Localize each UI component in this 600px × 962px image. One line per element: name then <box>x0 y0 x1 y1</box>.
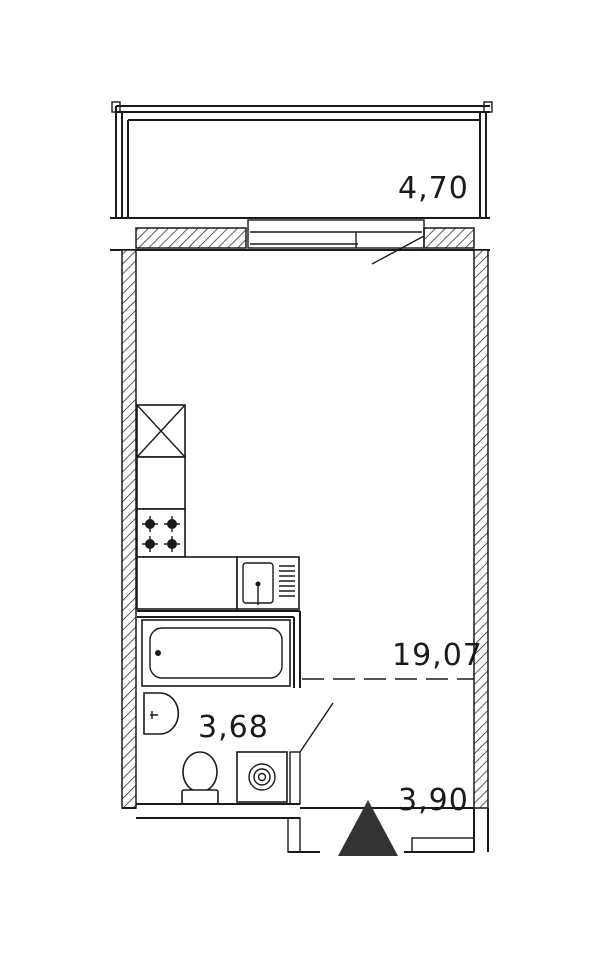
toilet-icon <box>181 751 219 805</box>
living-room-area: 19,07 <box>392 638 483 673</box>
balcony-wall <box>110 217 490 265</box>
bathroom-door <box>289 702 334 805</box>
bathroom: 3,68 <box>136 610 334 819</box>
sink-icon <box>236 556 300 610</box>
balcony: 4,70 <box>111 101 493 218</box>
stove-icon <box>136 508 186 558</box>
bathtub-icon <box>141 619 291 687</box>
hallway: 3,90 <box>287 783 489 856</box>
balcony-area: 4,70 <box>398 171 469 206</box>
hallway-area: 3,90 <box>398 783 469 818</box>
left-wall <box>121 249 137 809</box>
balcony-door <box>247 219 425 265</box>
right-wall <box>473 249 489 809</box>
washing-machine-icon <box>236 751 288 803</box>
entrance-triangle-icon <box>338 800 398 856</box>
living-room: 19,07 <box>302 638 483 680</box>
washbasin-icon <box>143 692 180 735</box>
kitchen <box>136 404 300 610</box>
bathroom-area: 3,68 <box>198 710 269 745</box>
